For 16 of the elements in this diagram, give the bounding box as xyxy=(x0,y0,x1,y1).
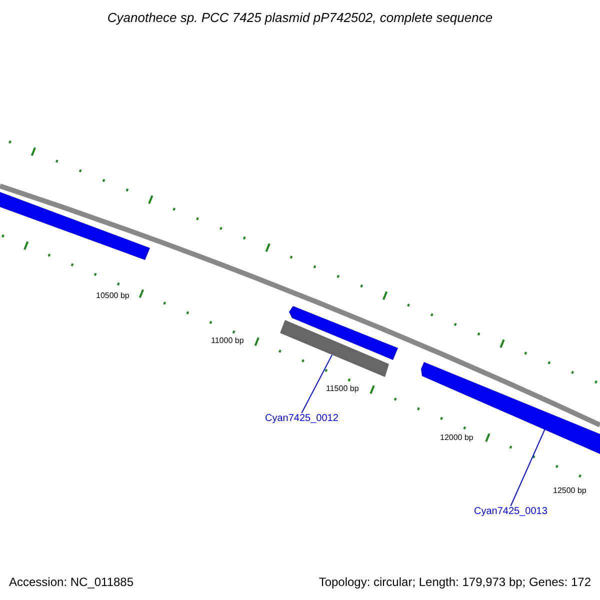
gene-bar xyxy=(289,306,398,360)
position-label: 10500 bp xyxy=(96,291,130,300)
accession-text: Accession: NC_011885 xyxy=(9,575,134,589)
gene-bar xyxy=(421,362,600,454)
diagram-title: Cyanothece sp. PCC 7425 plasmid pP742502, complete sequence xyxy=(106,10,494,25)
gene-label: Cyan7425_0013 xyxy=(474,506,548,517)
position-label: 12500 bp xyxy=(553,486,586,495)
summary-text: Topology: circular; Length: 179,973 bp; Genes: 172 xyxy=(318,575,591,589)
leader-line xyxy=(301,354,332,414)
position-label: 12000 bp xyxy=(440,433,474,442)
gene-bar xyxy=(280,320,389,377)
position-label: 11000 bp xyxy=(211,336,244,345)
gene-label: Cyan7425_0012 xyxy=(265,413,338,424)
position-label: 11500 bp xyxy=(326,384,359,393)
gene-bar xyxy=(0,192,150,260)
leader-line xyxy=(510,428,546,506)
